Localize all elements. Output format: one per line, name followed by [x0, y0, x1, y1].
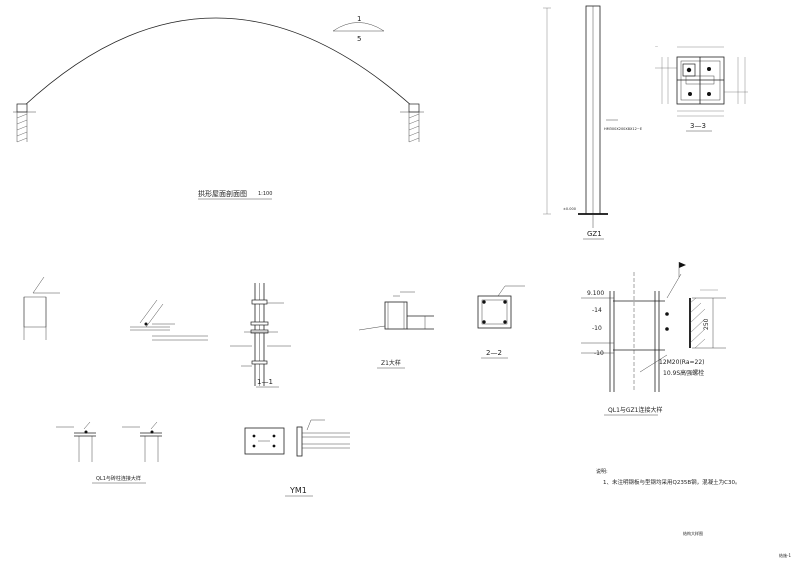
roof-section-scale: 1:100: [258, 191, 272, 197]
slope-marker-bottom: 5: [357, 35, 361, 43]
ql1-column-title: QL1与砖柱连接大样: [96, 475, 141, 482]
footer-right: 结施-1: [779, 552, 791, 558]
detail-z1: Z1大样: [358, 291, 434, 369]
svg-text:—: —: [655, 44, 658, 48]
slope-marker: 1 5: [332, 15, 385, 43]
notes-line1: 1、未注明钢板与型钢均采用Q235B钢，混凝土为C30。: [603, 478, 740, 486]
detail-1-1-title: 1—1: [257, 378, 273, 386]
bracket-detail: [23, 276, 60, 340]
ym1-detail: YM1: [244, 419, 350, 497]
left-roof-support: [13, 103, 36, 143]
column-callout: HM300X200X8X12~E: [604, 127, 642, 131]
qlgz-elev-top: 9.100: [587, 290, 604, 297]
qlgz-label-14: -14: [592, 307, 602, 314]
footer-center: 结构大样图: [683, 530, 703, 536]
z1-title: Z1大样: [381, 359, 401, 367]
qlgz-label-10: -10: [592, 325, 602, 332]
column-base-elev: ±0.000: [563, 207, 576, 211]
qlgz-dim-250: 250: [703, 318, 710, 330]
right-roof-support: [400, 103, 424, 143]
detail-3-3-title: 3—3: [690, 122, 706, 130]
slope-marker-top: 1: [357, 15, 361, 23]
ql1-brick-column-detail: QL1与砖柱连接大样: [56, 421, 162, 484]
notes-heading: 说明:: [596, 468, 608, 475]
roof-section-title: 拱形屋面剖面图: [198, 189, 247, 198]
detail-2-2-title: 2—2: [486, 349, 502, 357]
qlgz-label-10b: -10: [594, 350, 604, 357]
detail-3-3: — 3—3: [655, 44, 748, 132]
column-title: GZ1: [587, 230, 602, 238]
ql1-gz1-connection-detail: 9.100 -14 -10 -10 250 12M20(Ra=22) 10.9S…: [581, 262, 726, 416]
diagonal-connection-detail: [130, 299, 208, 341]
notes-block: 说明: 1、未注明钢板与型钢均采用Q235B钢，混凝土为C30。: [596, 468, 740, 486]
detail-2-2: 2—2: [477, 285, 525, 359]
detail-1-1: 1—1: [230, 283, 291, 388]
qlgz-bolt-grade: 10.9S高强螺栓: [663, 369, 704, 377]
qlgz-title: QL1与GZ1连接大样: [608, 406, 662, 414]
arched-roof-section: 1 5 拱形屋面剖面图 1:100: [13, 15, 424, 200]
column-gz1-elevation: HM300X200X8X12~E ±0.000 GZ1: [543, 5, 642, 240]
ym1-title: YM1: [289, 486, 307, 495]
qlgz-bolt-note: 12M20(Ra=22): [659, 359, 705, 366]
